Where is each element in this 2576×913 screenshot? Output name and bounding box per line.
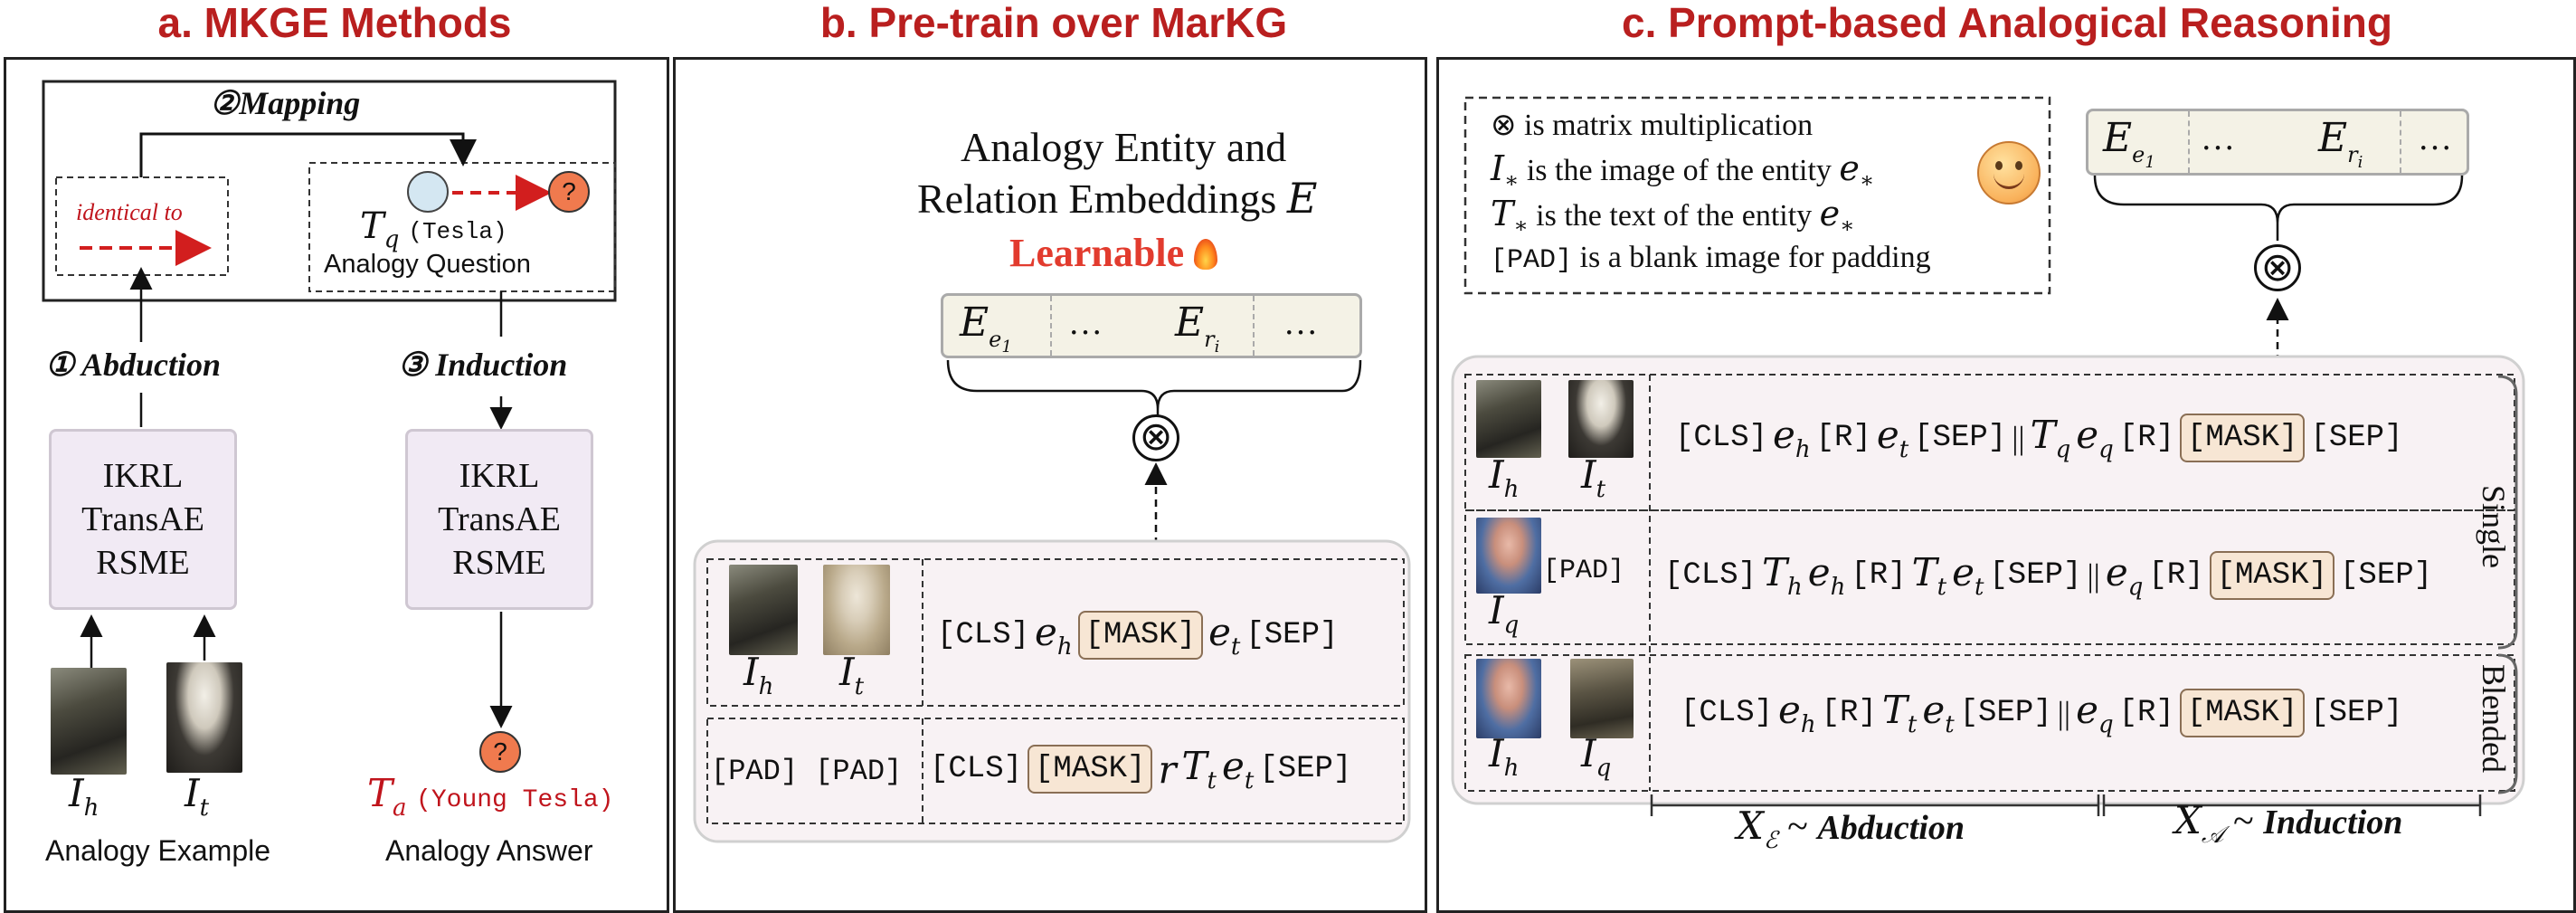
sequence-row-c2: [CLS] Th eh [R] Tt et [SEP] || eq [R] [M… [1664,550,2433,601]
embedding-cell-eri: Eri [1175,300,1220,357]
ih-label-a: Ih [69,771,99,822]
einstein-old-image-c3 [1570,659,1634,738]
tesla-image-c3 [1476,659,1541,738]
mask-token: [MASK] [2209,551,2335,600]
legend-line-image: I∗ is the image of the entity e∗ [1491,148,1875,193]
einstein-old-image-b [729,565,798,655]
ih-label-b: Ih [743,650,774,700]
sequence-row-b2: [CLS] [MASK] r Tt et [SEP] [930,744,1352,794]
tesla-query-node [407,171,449,213]
matrix-multiply-icon-b: ⊗ [1132,414,1179,461]
embedding-cell-eri: Eri [2318,115,2363,172]
pad-tokens-b: [PAD] [PAD] [711,755,903,788]
tq-label: Tq (Tesla) [360,205,507,253]
einstein-young-image-c1 [1568,380,1634,458]
model-rsme: RSME [96,544,190,582]
it-label-c1: It [1581,452,1606,503]
analogy-question-label: Analogy Question [324,250,531,279]
mask-token: [MASK] [1077,611,1204,660]
embedding-bar-b: Ee1 … Eri … [941,293,1362,358]
analogy-example-label: Analogy Example [45,834,271,867]
embedding-cell-ellipsis: … [1283,304,1318,342]
embedding-bar-c: Ee1 … Eri … [2086,109,2469,176]
iq-label-c2: Iq [1489,588,1520,639]
sequence-row-b1: [CLS] eh [MASK] et [SEP] [937,610,1339,661]
analogy-answer-label: Analogy Answer [385,834,593,867]
legend-line-otimes: ⊗ is matrix multiplication [1491,107,1814,143]
mkge-model-box-right: IKRL TransAE RSME [405,429,593,610]
panel-b-title: b. Pre-train over MarKG [819,0,1288,46]
einstein-old-image-a [51,668,127,775]
question-node-a: ? [548,171,590,213]
embedding-cell-ellipsis: … [1068,304,1103,342]
embedding-title-line1: Analogy Entity and [961,124,1287,170]
mask-token: [MASK] [1028,745,1153,794]
pad-token-c2: [PAD] [1543,556,1625,586]
smiley-face-icon [1977,141,2041,204]
model-transae: TransAE [81,500,204,538]
panel-a-title: a. MKGE Methods [157,0,512,46]
einstein-portrait-image-b [823,565,890,655]
tesla-image-c2 [1476,518,1541,594]
einstein-young-image-a [166,662,242,773]
fire-icon [1194,239,1218,270]
panel-a [4,57,669,913]
it-label-a: It [185,771,210,822]
question-mark: ? [562,177,576,205]
it-label-b: It [839,650,865,700]
panel-c [1436,57,2576,913]
iq-label-c3: Iq [1581,731,1612,782]
model-transae: TransAE [438,500,561,538]
blended-label: Blended [2476,664,2512,773]
embedding-cell-ellipsis: … [2201,119,2235,157]
question-node-answer: ? [479,731,521,773]
einstein-old-image-c1 [1476,380,1541,458]
ih-label-c3: Ih [1489,731,1520,782]
embedding-cell-e1: Ee1 [2103,115,2155,172]
sequence-row-c1: [CLS] eh [R] et [SEP] || Tq eq [R] [MASK… [1675,413,2403,463]
mask-token: [MASK] [2180,414,2306,462]
question-mark: ? [493,737,507,766]
legend-line-pad: [PAD] is a blank image for padding [1491,241,1931,276]
mapping-label: ②Mapping [210,85,361,121]
mask-token: [MASK] [2179,689,2306,737]
model-ikrl: IKRL [459,457,540,495]
embedding-title-line2: Relation Embeddings E [917,174,1318,223]
induction-label: ③ Induction [398,347,568,383]
panel-b [673,57,1427,913]
embedding-cell-e1: Ee1 [960,300,1012,357]
xa-induction-label: X𝒜 ~ Induction [2174,798,2403,849]
legend-line-text: T∗ is the text of the entity e∗ [1491,194,1855,238]
single-label: Single [2476,485,2512,569]
xe-abduction-label: Xℰ ~ Abduction [1737,804,1965,854]
matrix-multiply-icon-c: ⊗ [2254,244,2301,291]
model-ikrl: IKRL [102,457,184,495]
abduction-label: ① Abduction [45,347,221,383]
mkge-model-box-left: IKRL TransAE RSME [49,429,237,610]
sequence-row-c3: [CLS] eh [R] Tt et [SEP] || eq [R] [MASK… [1681,688,2403,738]
learnable-label: Learnable [1009,230,1218,276]
model-rsme: RSME [452,544,546,582]
panel-c-title: c. Prompt-based Analogical Reasoning [1621,0,2392,46]
identical-to-label: identical to [76,199,183,225]
ih-label-c1: Ih [1489,452,1520,503]
embedding-cell-ellipsis: … [2418,119,2452,157]
ta-label: Ta (Young Tesla) [367,771,614,822]
